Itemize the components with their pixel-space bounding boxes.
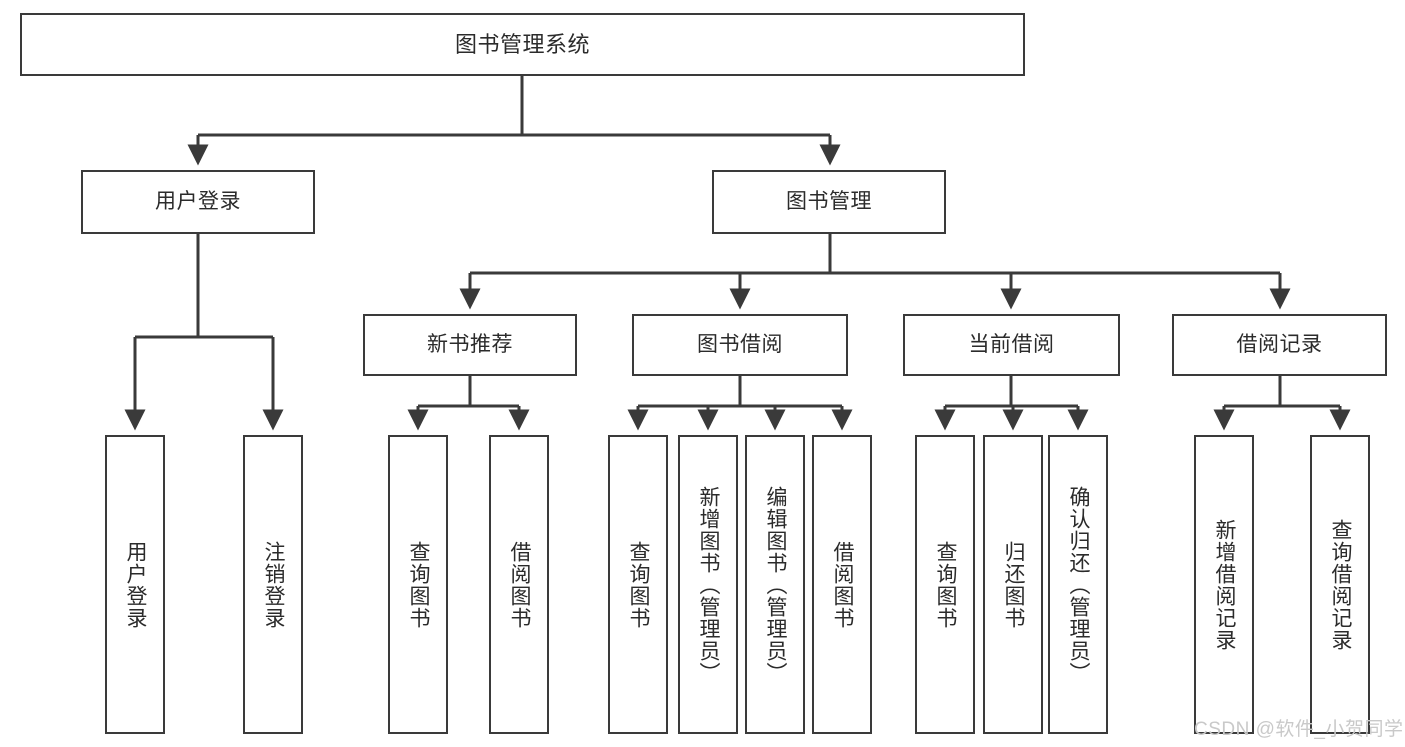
node-leaf-query-book-current[interactable]: 查询图书 <box>915 435 975 734</box>
node-label: 借阅记录 <box>1236 332 1323 356</box>
node-user-login[interactable]: 用户登录 <box>81 170 315 234</box>
node-label: 图书管理 <box>786 189 872 213</box>
node-label: 图书借阅 <box>697 332 783 356</box>
node-label: 编辑图书（管理员） <box>764 485 788 684</box>
node-current-borrow[interactable]: 当前借阅 <box>903 314 1120 376</box>
node-new-book-recommend[interactable]: 新书推荐 <box>363 314 577 376</box>
node-leaf-confirm-return-admin[interactable]: 确认归还（管理员） <box>1048 435 1108 734</box>
node-leaf-query-book-recommend[interactable]: 查询图书 <box>388 435 448 734</box>
node-label: 图书管理系统 <box>454 31 590 57</box>
node-label: 归还图书 <box>1002 540 1026 629</box>
node-label: 用户登录 <box>155 189 241 213</box>
node-label: 查询图书 <box>407 540 431 629</box>
node-leaf-logout[interactable]: 注销登录 <box>243 435 303 734</box>
node-book-management-system[interactable]: 图书管理系统 <box>20 13 1025 76</box>
node-label: 查询图书 <box>627 540 651 629</box>
node-label: 借阅图书 <box>831 540 855 629</box>
node-label: 借阅图书 <box>508 540 532 629</box>
node-label: 注销登录 <box>262 540 286 629</box>
node-leaf-borrow-book[interactable]: 借阅图书 <box>812 435 872 734</box>
node-leaf-return-book[interactable]: 归还图书 <box>983 435 1043 734</box>
node-label: 用户登录 <box>124 540 148 629</box>
node-leaf-query-borrow-record[interactable]: 查询借阅记录 <box>1310 435 1370 734</box>
node-label: 当前借阅 <box>968 332 1055 356</box>
node-label: 查询借阅记录 <box>1329 518 1353 651</box>
node-label: 查询图书 <box>934 540 958 629</box>
node-borrow-record[interactable]: 借阅记录 <box>1172 314 1387 376</box>
node-label: 新增借阅记录 <box>1213 518 1237 651</box>
csdn-watermark: CSDN @软件_小贺同学 <box>1194 719 1404 740</box>
node-label: 确认归还（管理员） <box>1067 485 1091 684</box>
node-leaf-query-book-borrow[interactable]: 查询图书 <box>608 435 668 734</box>
node-leaf-user-login[interactable]: 用户登录 <box>105 435 165 734</box>
node-book-manage[interactable]: 图书管理 <box>712 170 946 234</box>
node-leaf-add-book-admin[interactable]: 新增图书（管理员） <box>678 435 738 734</box>
node-label: 新书推荐 <box>427 332 513 356</box>
node-book-borrow[interactable]: 图书借阅 <box>632 314 848 376</box>
node-label: 新增图书（管理员） <box>697 485 721 684</box>
node-leaf-borrow-book-recommend[interactable]: 借阅图书 <box>489 435 549 734</box>
node-leaf-edit-book-admin[interactable]: 编辑图书（管理员） <box>745 435 805 734</box>
node-leaf-add-borrow-record[interactable]: 新增借阅记录 <box>1194 435 1254 734</box>
